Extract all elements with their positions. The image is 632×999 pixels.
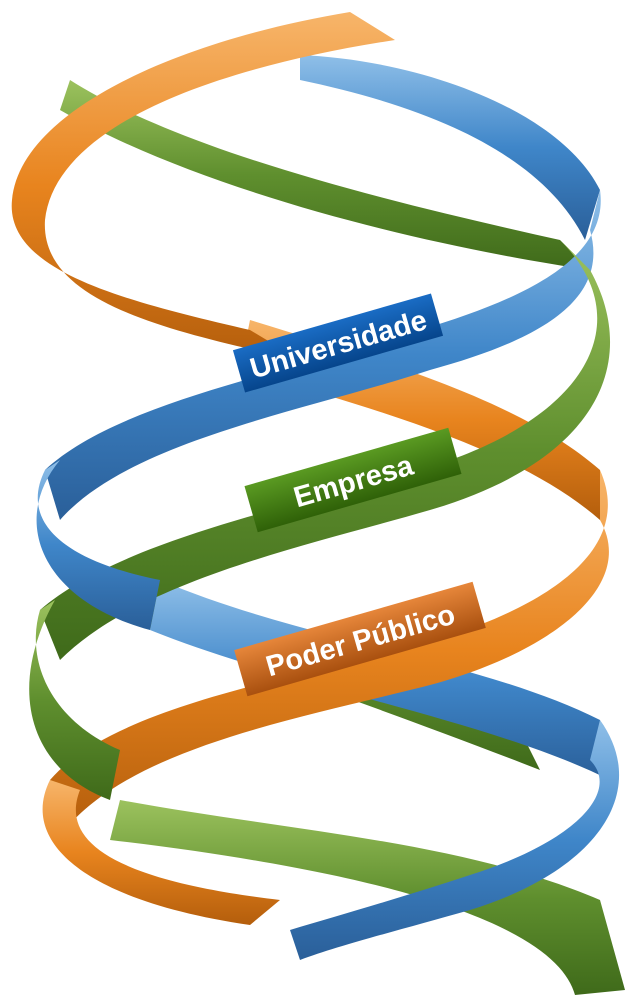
poder-publico-strand-bottom bbox=[42, 780, 280, 925]
universidade-strand-front-1 bbox=[45, 190, 601, 520]
empresa-strand-back-1 bbox=[60, 80, 590, 270]
label-empresa-box bbox=[244, 427, 462, 533]
poder-publico-strand-top bbox=[11, 12, 395, 360]
label-universidade-box bbox=[232, 293, 444, 393]
middle-layer bbox=[11, 12, 611, 830]
universidade-strand-back-1 bbox=[300, 55, 600, 240]
label-poder-publico-box bbox=[234, 581, 486, 697]
universidade-strand-front-2 bbox=[290, 720, 620, 960]
universidade-strand-lower-loop bbox=[36, 460, 160, 630]
empresa-strand-front-1 bbox=[40, 240, 611, 660]
empresa-strand-lower-loop bbox=[29, 600, 120, 800]
poder-publico-strand-front-1 bbox=[50, 470, 609, 830]
front-layer bbox=[42, 720, 620, 960]
empresa-strand-back-3 bbox=[110, 800, 625, 995]
